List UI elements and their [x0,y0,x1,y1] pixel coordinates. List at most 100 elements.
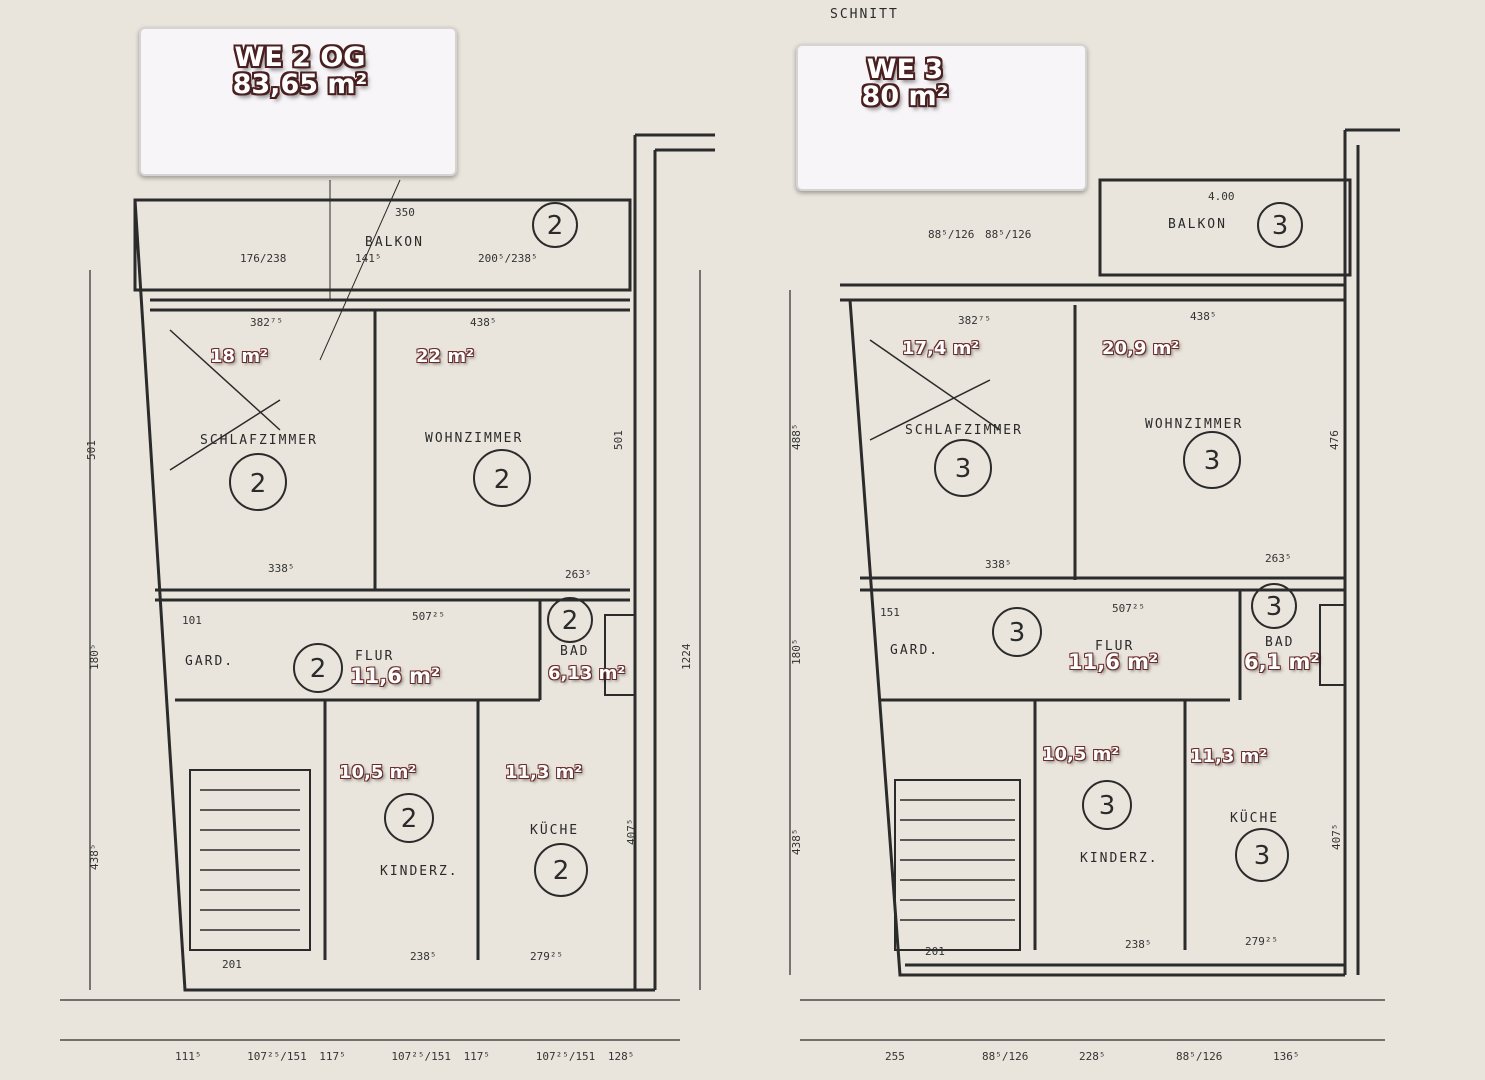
dimension: 88⁵/126 [928,228,974,241]
unit-num: 2 [494,465,511,495]
area-kinderzimmer: 10,5 m² [339,762,417,783]
base-dimension: 255 [885,1050,905,1063]
base-dimension: 117⁵ [319,1050,346,1063]
base-dimension: 136⁵ [1273,1050,1300,1063]
dimension: 438⁵ [88,844,101,871]
dimension: 180⁵ [790,639,803,666]
dimension: 507²⁵ [412,610,445,623]
we2-total-area: 83,65 m² [232,69,368,100]
dimension: 88⁵/126 [985,228,1031,241]
dimension: 438⁵ [1190,310,1217,323]
room-label-schlafzimmer: SCHLAFZIMMER [905,423,1023,438]
unit-num: 3 [1266,592,1283,622]
dimension: 1224 [680,643,693,670]
room-label-gard: GARD. [890,643,939,658]
area-wohnzimmer: 20,9 m² [1102,338,1180,359]
unit-num: 2 [562,606,579,636]
we3-total-area: 80 m² [861,81,949,112]
unit-num: 3 [955,454,972,484]
base-dimension: 107²⁵/151 [536,1050,596,1063]
dimension: 407⁵ [625,819,638,846]
we3-title: WE 3 [866,54,944,85]
we3-summary-box [796,44,1087,191]
base-dimension: 88⁵/126 [1176,1050,1222,1063]
room-label-bad: BAD [560,644,589,659]
base-dimension: 107²⁵/151 [391,1050,451,1063]
dimension: 382⁷⁵ [958,314,991,327]
unit-num: 3 [1009,618,1026,648]
dimension: 279²⁵ [530,950,563,963]
we2-title: WE 2 OG [234,42,366,73]
room-label-kinderzimmer: KINDERZ. [1080,851,1159,866]
room-label-balkon: BALKON [1168,217,1227,232]
dimension: 338⁵ [268,562,295,575]
area-bad: 6,1 m² [1244,650,1320,674]
area-flur: 11,6 m² [1068,650,1159,674]
we2-summary: WE 2 OG 83,65 m² [190,44,410,98]
unit-num: 2 [547,211,564,241]
area-wohnzimmer: 22 m² [416,346,474,367]
dimension: 501 [85,440,98,460]
area-kinderzimmer: 10,5 m² [1042,744,1120,765]
unit-num: 2 [401,804,418,834]
dimension: 501 [612,430,625,450]
room-label-schlafzimmer: SCHLAFZIMMER [200,433,318,448]
section-label: SCHNITT [830,7,899,22]
unit-circles [229,202,1303,897]
unit-num: 2 [250,469,267,499]
dimension: 201 [222,958,242,971]
unit-num: 3 [1099,791,1116,821]
room-label-flur: FLUR [355,649,394,664]
room-label-gard: GARD. [185,654,234,669]
dimension: 338⁵ [985,558,1012,571]
unit-num: 3 [1272,211,1289,241]
room-label-balkon: BALKON [365,235,424,250]
dimension: 151 [880,606,900,619]
dimension: 263⁵ [565,568,592,581]
dimension: 350 [395,206,415,219]
unit-num: 2 [553,856,570,886]
unit-num: 3 [1254,841,1271,871]
dimension: 201 [925,945,945,958]
dimension: 382⁷⁵ [250,316,283,329]
dimension: 4.00 [1208,190,1235,203]
base-dimension: 117⁵ [464,1050,491,1063]
area-kueche: 11,3 m² [1190,746,1268,767]
dimension: 176/238 [240,252,286,265]
room-label-kueche: KÜCHE [530,821,579,838]
we3-walls [789,128,1400,1041]
unit-num: 2 [310,654,327,684]
we3-summary: WE 3 80 m² [830,56,980,110]
dimension: 507²⁵ [1112,602,1145,615]
room-label-flur: FLUR [1095,639,1134,654]
room-label-bad: BAD [1265,635,1294,650]
dimension: 476 [1328,430,1341,450]
dimension: 141⁵ [355,252,382,265]
area-bad: 6,13 m² [548,663,626,684]
area-schlafzimmer: 17,4 m² [902,338,980,359]
area-schlafzimmer: 18 m² [210,346,268,367]
dimension: 238⁵ [410,950,437,963]
base-dimension: 228⁵ [1079,1050,1106,1063]
dimension: 263⁵ [1265,552,1292,565]
dimension: 279²⁵ [1245,935,1278,948]
base-dimension: 128⁵ [608,1050,635,1063]
area-flur: 11,6 m² [350,664,441,688]
room-label-kueche: KÜCHE [1230,809,1279,826]
dimension: 101 [182,614,202,627]
dimension: 488⁵ [790,424,803,451]
area-kueche: 11,3 m² [505,762,583,783]
base-dimension: 88⁵/126 [982,1050,1028,1063]
we2-summary-box [139,27,457,176]
dimension: 407⁵ [1330,824,1343,851]
dimension: 438⁵ [470,316,497,329]
dimension: 238⁵ [1125,938,1152,951]
dimension: 438⁵ [790,829,803,856]
room-label-wohnzimmer: WOHNZIMMER [1145,417,1243,432]
dimension: 180⁵ [88,644,101,671]
base-dimension: 111⁵ [175,1050,202,1063]
room-label-wohnzimmer: WOHNZIMMER [425,431,523,446]
base-dimension: 107²⁵/151 [247,1050,307,1063]
unit-num: 3 [1204,446,1221,476]
